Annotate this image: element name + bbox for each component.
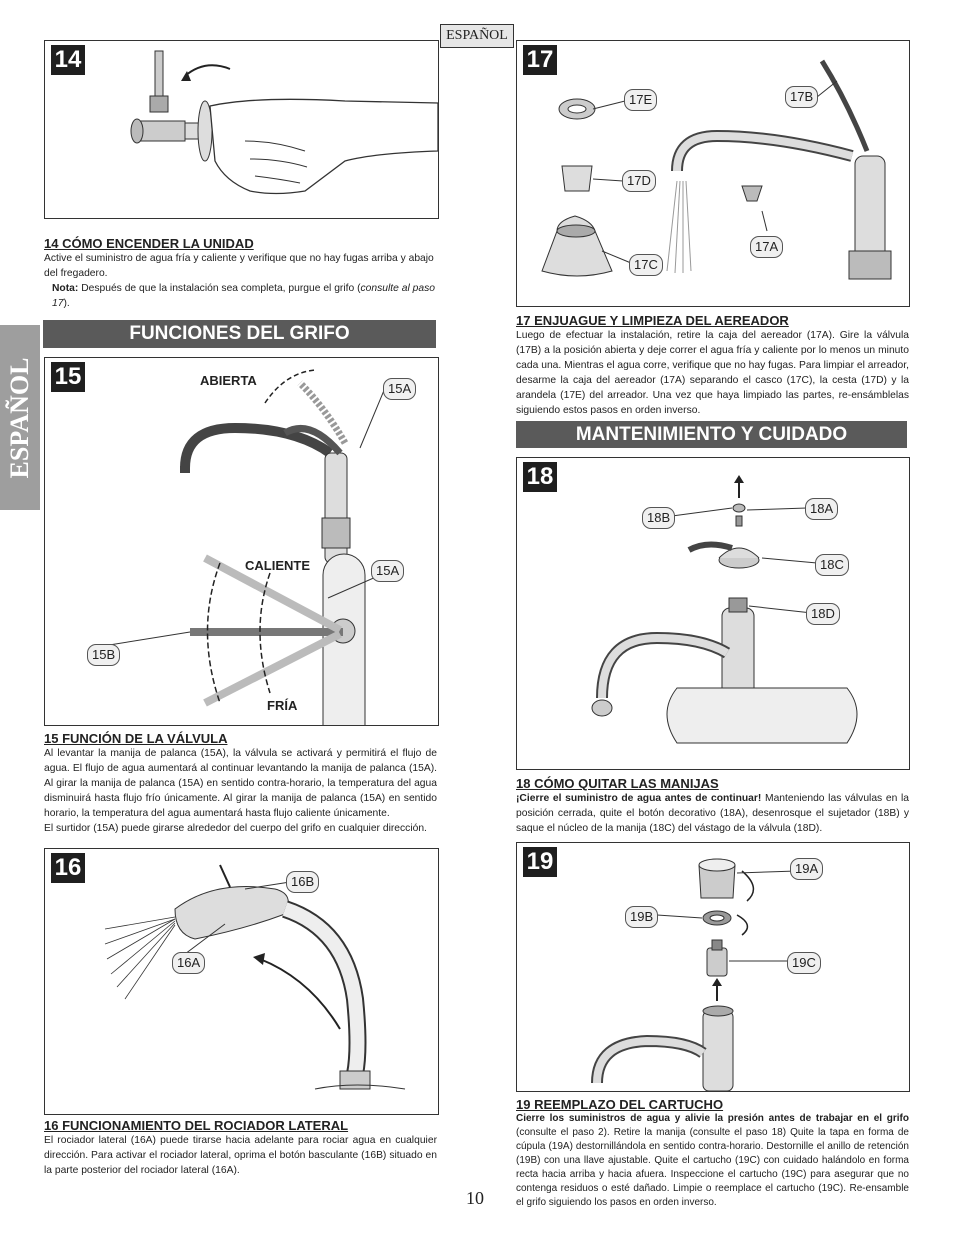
step19-body: Cierre los suministros de agua y alivie … [516,1112,909,1210]
step16-text-block: 16 FUNCIONAMIENTO DEL ROCIADOR LATERAL E… [44,1118,437,1178]
step17-figure: 17 17E 17D 17C 17A 17B [516,40,910,307]
step18-body-text: Manteniendo las válvulas en la posición … [516,793,909,834]
callout-19c: 19C [787,952,821,974]
side-tab-label: ESPAÑOL [5,357,34,478]
section-banner-mantenimiento: MANTENIMIENTO Y CUIDADO [516,421,907,448]
step14-note: Nota: Después de que la instalación sea … [44,281,439,311]
step16-number: 16 [51,853,85,883]
callout-15a-top: 15A [383,378,417,400]
callout-18a: 18A [805,498,839,520]
lever-function-illustration [102,369,386,725]
side-language-tab: ESPAÑOL [0,325,40,510]
step14-number: 14 [51,45,85,75]
page-number: 10 [466,1188,484,1208]
callout-15a-mid: 15A [371,560,405,582]
callout-16b: 16B [286,871,320,893]
step14-text-block: 14 CÓMO ENCENDER LA UNIDAD Active el sum… [44,236,439,311]
cartridge-replacement-illustration [591,858,798,1091]
step14-note-label: Nota: [52,283,79,294]
step19-number: 19 [523,847,557,877]
callout-16a: 16A [172,952,206,974]
step18-title: 18 CÓMO QUITAR LAS MANIJAS [516,776,719,791]
step17-text-block: 17 ENJUAGUE Y LIMPIEZA DEL AEREADOR Lueg… [516,313,909,418]
step19-bold-lead: Cierre los suministros de agua y alivie … [516,1113,909,1124]
step15-figure: 15 ABIERTA CALIENTE FRÍA 15A 15A 15B [44,357,439,726]
callout-19a: 19A [790,858,824,880]
step15-text-block: 15 FUNCIÓN DE LA VÁLVULA Al levantar la … [44,731,437,836]
valve-hand-illustration [130,50,438,195]
callout-17b: 17B [785,86,819,108]
step16-title: 16 FUNCIONAMIENTO DEL ROCIADOR LATERAL [44,1118,349,1133]
step14-figure: 14 [44,40,439,219]
step18-text-block: 18 CÓMO QUITAR LAS MANIJAS ¡Cierre el su… [516,776,909,836]
step19-figure: 19 19A 19B 19C [516,842,910,1092]
step14-title: 14 CÓMO ENCENDER LA UNIDAD [44,236,254,251]
step16-figure: 16 16B 16A [44,848,439,1115]
step14-note-text: Después de que la instalación sea comple… [81,283,361,294]
step15-body: Al levantar la manija de palanca (15A), … [44,748,437,819]
step15-number: 15 [51,362,85,392]
step17-number: 17 [523,45,557,75]
step17-title: 17 ENJUAGUE Y LIMPIEZA DEL AEREADOR [516,313,789,328]
step17-body: Luego de efectuar la instalación, retire… [516,330,909,416]
step14-note-end: ). [63,298,70,309]
callout-18d: 18D [806,603,840,625]
label-fria: FRÍA [267,698,298,713]
label-abierta: ABIERTA [200,373,257,388]
label-caliente: CALIENTE [245,558,310,573]
step18-figure: 18 18B 18A 18C 18D [516,457,910,770]
step18-body: ¡Cierre el suministro de agua antes de c… [516,791,909,836]
step19-title: 19 REEMPLAZO DEL CARTUCHO [516,1097,724,1112]
step15-title: 15 FUNCIÓN DE LA VÁLVULA [44,731,228,746]
callout-17e: 17E [624,89,658,111]
callout-17d: 17D [622,170,656,192]
step19-text-block: 19 REEMPLAZO DEL CARTUCHO Cierre los sum… [516,1097,909,1210]
step14-note-ref: consulte al paso 17 [52,283,435,309]
callout-17a: 17A [750,236,784,258]
step16-body: El rociador lateral (16A) puede tirarse … [44,1135,437,1176]
language-tag: ESPAÑOL [440,24,514,48]
handle-removal-illustration [591,475,858,744]
callout-18b: 18B [642,507,676,529]
step18-bold-lead: ¡Cierre el suministro de agua antes de c… [516,793,762,804]
step14-body: Active el suministro de agua fría y cali… [44,253,434,279]
aerator-illustration [541,59,892,280]
side-sprayer-illustration [104,864,406,1090]
step19-body-text: (consulte el paso 2). Retire la manija (… [516,1127,909,1208]
callout-17c: 17C [629,254,663,276]
callout-15b: 15B [87,644,121,666]
section-banner-funciones: FUNCIONES DEL GRIFO [43,320,436,348]
callout-18c: 18C [815,554,849,576]
callout-19b: 19B [625,906,659,928]
step15-body-2: El surtidor (15A) puede girarse alrededo… [44,823,427,834]
step18-number: 18 [523,462,557,492]
